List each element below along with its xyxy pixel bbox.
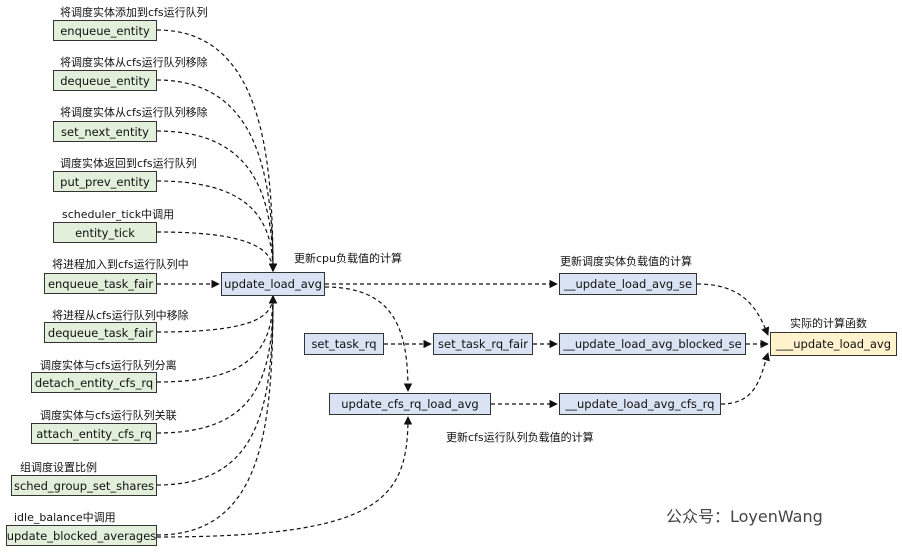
caption-detach-entity-cfs-rq: 调度实体与cfs运行队列分离 <box>40 359 177 372</box>
watermark: 公众号：LoyenWang <box>666 507 823 526</box>
caption-update-blocked-averages: idle_balance中调用 <box>14 511 116 524</box>
node-set-task-rq-fair: set_task_rq_fair <box>433 333 533 355</box>
caption-attach-entity-cfs-rq: 调度实体与cfs运行队列关联 <box>40 409 177 422</box>
node-update-load-avg-se: __update_load_avg_se <box>559 273 697 295</box>
node-update-load-avg-core: ___update_load_avg <box>770 332 897 356</box>
node-set-task-rq: set_task_rq <box>304 333 384 355</box>
edge-ula-to-cfsrq <box>324 286 413 392</box>
label-cfs-rq-load: 更新cfs运行队列负载值的计算 <box>446 431 594 444</box>
caption-enqueue-task-fair: 将进程加入到cfs运行队列中 <box>52 258 189 271</box>
caption-dequeue-entity: 将调度实体从cfs运行队列移除 <box>60 56 208 69</box>
edge-update-blocked-averages-a <box>156 295 278 536</box>
node-update-load-avg-blocked-se: __update_load_avg_blocked_se <box>559 333 746 355</box>
edge-enqueue-entity <box>156 29 278 272</box>
caption-dequeue-task-fair: 将进程从cfs运行队列中移除 <box>52 309 189 322</box>
edge-se-to-core <box>696 283 770 336</box>
node-put-prev-entity: put_prev_entity <box>53 171 157 192</box>
caption-set-next-entity: 将调度实体从cfs运行队列移除 <box>60 106 208 119</box>
edge-detach-entity-cfs-rq <box>156 295 278 383</box>
caption-sched-group-set-shares: 组调度设置比例 <box>20 461 97 474</box>
node-entity-tick: entity_tick <box>53 222 157 243</box>
node-update-blocked-averages: update_blocked_averages <box>6 525 157 546</box>
edge-update-blocked-averages-b <box>156 416 413 538</box>
label-cpu-load: 更新cpu负载值的计算 <box>294 252 403 265</box>
node-update-load-avg: update_load_avg <box>221 272 325 296</box>
edge-sched-group-set-shares <box>156 295 278 486</box>
node-update-cfs-rq-load-avg: update_cfs_rq_load_avg <box>329 393 491 415</box>
node-sched-group-set-shares: sched_group_set_shares <box>11 475 157 496</box>
label-actual-calc: 实际的计算函数 <box>790 317 867 330</box>
node-dequeue-entity: dequeue_entity <box>53 70 157 91</box>
edge-cfsrq-core-to-core <box>720 352 770 405</box>
node-update-load-avg-cfs-rq: __update_load_avg_cfs_rq <box>559 393 721 415</box>
node-dequeue-task-fair: dequeue_task_fair <box>44 322 157 343</box>
node-detach-entity-cfs-rq: detach_entity_cfs_rq <box>31 372 157 393</box>
caption-entity-tick: scheduler_tick中调用 <box>62 208 175 221</box>
node-enqueue-task-fair: enqueue_task_fair <box>44 273 157 294</box>
node-set-next-entity: set_next_entity <box>53 121 157 142</box>
node-attach-entity-cfs-rq: attach_entity_cfs_rq <box>31 423 157 444</box>
edge-put-prev-entity <box>156 180 278 272</box>
edge-attach-entity-cfs-rq <box>156 295 278 434</box>
caption-enqueue-entity: 将调度实体添加到cfs运行队列 <box>60 6 208 19</box>
caption-put-prev-entity: 调度实体返回到cfs运行队列 <box>60 157 197 170</box>
label-se-load: 更新调度实体负载值的计算 <box>560 255 692 268</box>
node-enqueue-entity: enqueue_entity <box>53 20 157 41</box>
edge-dequeue-task-fair <box>156 295 278 333</box>
edge-set-next-entity <box>156 130 278 272</box>
